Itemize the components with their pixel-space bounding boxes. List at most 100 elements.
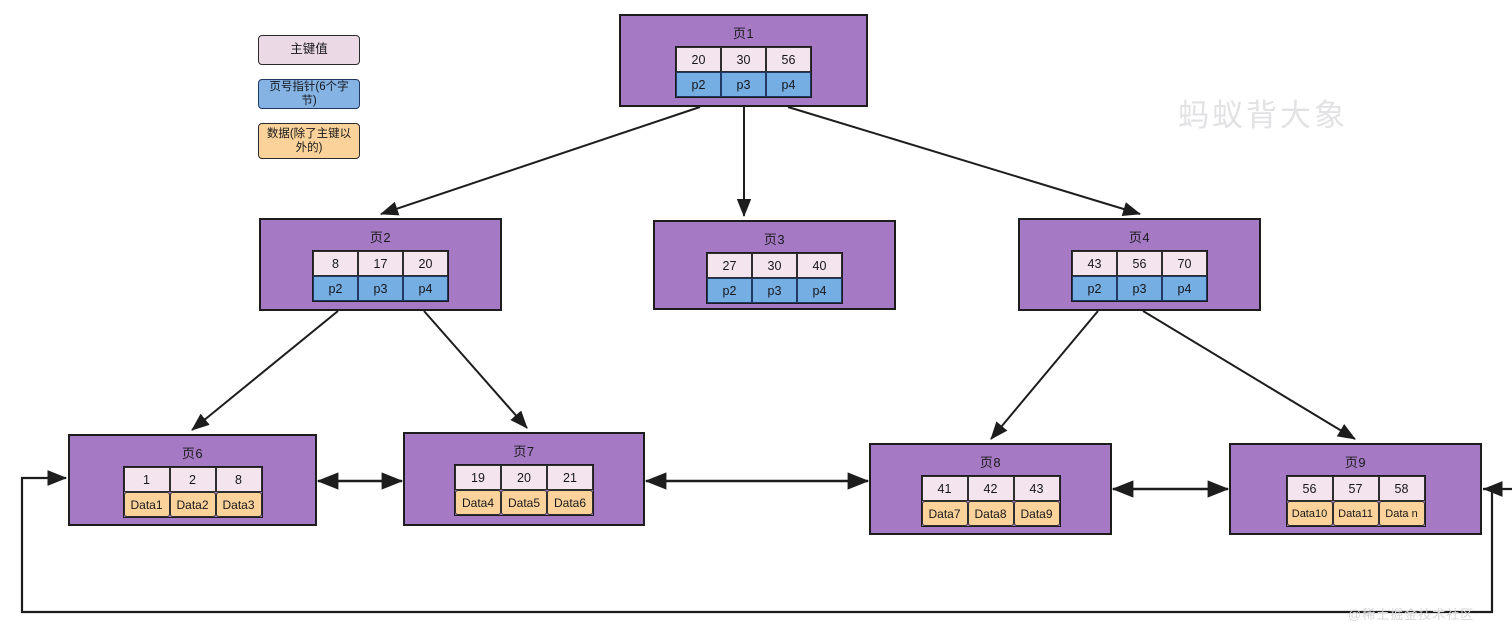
edge-page1-to-page4 bbox=[787, 106, 1141, 216]
key-cell[interactable]: 41 bbox=[921, 476, 968, 501]
pointer-cell[interactable]: p3 bbox=[752, 278, 797, 303]
legend-page-pointer: 页号指针(6个字节) bbox=[258, 79, 360, 109]
edge-page2-to-page7 bbox=[423, 310, 528, 429]
page-title: 页9 bbox=[1344, 455, 1367, 470]
page-cell-grid: 27 30 40 p2 p3 p4 bbox=[706, 252, 843, 304]
data-cell[interactable]: Data10 bbox=[1286, 501, 1333, 526]
pointer-cell[interactable]: p3 bbox=[721, 72, 766, 97]
pointer-cell[interactable]: p4 bbox=[1162, 276, 1207, 301]
page-node-page8[interactable]: 页8 41 42 43 Data7 Data8 Data9 bbox=[869, 443, 1112, 535]
page-node-page4[interactable]: 页4 43 56 70 p2 p3 p4 bbox=[1018, 218, 1261, 311]
page-cell-grid: 43 56 70 p2 p3 p4 bbox=[1071, 250, 1208, 302]
pointer-cell[interactable]: p2 bbox=[1072, 276, 1117, 301]
key-cell[interactable]: 20 bbox=[501, 465, 547, 490]
key-cell[interactable]: 58 bbox=[1378, 476, 1425, 501]
page-node-page6[interactable]: 页6 1 2 8 Data1 Data2 Data3 bbox=[68, 434, 317, 526]
key-cell[interactable]: 56 bbox=[1117, 251, 1162, 276]
data-row: Data4 Data5 Data6 bbox=[455, 490, 593, 515]
page-node-page1[interactable]: 页1 20 30 56 p2 p3 p4 bbox=[619, 14, 868, 107]
page-title: 页2 bbox=[369, 230, 392, 245]
page-cell-grid: 1 2 8 Data1 Data2 Data3 bbox=[122, 466, 263, 518]
pointer-row: p2 p3 p4 bbox=[1072, 276, 1207, 301]
data-cell[interactable]: Data8 bbox=[967, 501, 1014, 526]
pointer-row: p2 p3 p4 bbox=[676, 72, 811, 97]
edge-page4-to-page9 bbox=[1142, 310, 1356, 440]
key-row: 1 2 8 bbox=[123, 467, 262, 492]
edge-page2-to-page6 bbox=[191, 310, 339, 431]
key-cell[interactable]: 8 bbox=[313, 251, 358, 276]
key-cell[interactable]: 2 bbox=[169, 467, 216, 492]
data-cell[interactable]: Data6 bbox=[547, 490, 593, 515]
pointer-cell[interactable]: p3 bbox=[358, 276, 403, 301]
key-cell[interactable]: 1 bbox=[123, 467, 170, 492]
pointer-cell[interactable]: p4 bbox=[403, 276, 448, 301]
data-cell[interactable]: Data5 bbox=[501, 490, 547, 515]
key-cell[interactable]: 27 bbox=[707, 253, 752, 278]
watermark-credit: @稀土掘金技术社区 bbox=[1348, 607, 1475, 622]
data-cell[interactable]: Data1 bbox=[123, 492, 170, 517]
key-cell[interactable]: 21 bbox=[547, 465, 593, 490]
page-node-page7[interactable]: 页7 19 20 21 Data4 Data5 Data6 bbox=[403, 432, 645, 526]
pointer-row: p2 p3 p4 bbox=[707, 278, 842, 303]
key-cell[interactable]: 56 bbox=[1286, 476, 1333, 501]
key-cell[interactable]: 30 bbox=[752, 253, 797, 278]
page-cell-grid: 20 30 56 p2 p3 p4 bbox=[675, 46, 812, 98]
page-node-page9[interactable]: 页9 56 57 58 Data10 Data11 Data n bbox=[1229, 443, 1482, 535]
watermark-main: 蚂蚁背大象 bbox=[1178, 98, 1348, 133]
data-cell[interactable]: Data7 bbox=[921, 501, 968, 526]
data-cell[interactable]: Data11 bbox=[1332, 501, 1379, 526]
page-title: 页4 bbox=[1128, 230, 1151, 245]
page-cell-grid: 19 20 21 Data4 Data5 Data6 bbox=[454, 464, 594, 516]
page-node-page3[interactable]: 页3 27 30 40 p2 p3 p4 bbox=[653, 220, 896, 310]
page-node-page2[interactable]: 页2 8 17 20 p2 p3 p4 bbox=[259, 218, 502, 311]
key-row: 20 30 56 bbox=[676, 47, 811, 72]
key-cell[interactable]: 40 bbox=[797, 253, 842, 278]
data-row: Data7 Data8 Data9 bbox=[921, 501, 1060, 526]
key-cell[interactable]: 70 bbox=[1162, 251, 1207, 276]
key-cell[interactable]: 43 bbox=[1013, 476, 1060, 501]
legend-primary-key: 主键值 bbox=[258, 35, 360, 65]
key-cell[interactable]: 42 bbox=[967, 476, 1014, 501]
data-cell[interactable]: Data9 bbox=[1013, 501, 1060, 526]
pointer-cell[interactable]: p4 bbox=[766, 72, 811, 97]
data-row: Data10 Data11 Data n bbox=[1286, 501, 1425, 526]
key-row: 27 30 40 bbox=[707, 253, 842, 278]
edge-page1-to-page2 bbox=[380, 106, 701, 216]
page-cell-grid: 41 42 43 Data7 Data8 Data9 bbox=[920, 475, 1061, 527]
pointer-row: p2 p3 p4 bbox=[313, 276, 448, 301]
page-title: 页8 bbox=[979, 455, 1002, 470]
page-title: 页3 bbox=[763, 232, 786, 247]
page-cell-grid: 56 57 58 Data10 Data11 Data n bbox=[1285, 475, 1426, 527]
key-cell[interactable]: 20 bbox=[403, 251, 448, 276]
pointer-cell[interactable]: p2 bbox=[313, 276, 358, 301]
key-cell[interactable]: 57 bbox=[1332, 476, 1379, 501]
pointer-cell[interactable]: p2 bbox=[676, 72, 721, 97]
page-cell-grid: 8 17 20 p2 p3 p4 bbox=[312, 250, 449, 302]
edge-page4-to-page8 bbox=[990, 310, 1099, 440]
key-cell[interactable]: 30 bbox=[721, 47, 766, 72]
key-row: 43 56 70 bbox=[1072, 251, 1207, 276]
data-cell[interactable]: Data2 bbox=[169, 492, 216, 517]
page-title: 页7 bbox=[513, 444, 535, 459]
key-row: 41 42 43 bbox=[921, 476, 1060, 501]
pointer-cell[interactable]: p2 bbox=[707, 278, 752, 303]
key-row: 56 57 58 bbox=[1286, 476, 1425, 501]
key-row: 19 20 21 bbox=[455, 465, 593, 490]
key-row: 8 17 20 bbox=[313, 251, 448, 276]
key-cell[interactable]: 20 bbox=[676, 47, 721, 72]
key-cell[interactable]: 8 bbox=[215, 467, 262, 492]
data-cell[interactable]: Data3 bbox=[215, 492, 262, 517]
pointer-cell[interactable]: p3 bbox=[1117, 276, 1162, 301]
key-cell[interactable]: 17 bbox=[358, 251, 403, 276]
key-cell[interactable]: 19 bbox=[455, 465, 501, 490]
data-cell[interactable]: Data4 bbox=[455, 490, 501, 515]
page-title: 页1 bbox=[732, 26, 755, 41]
key-cell[interactable]: 56 bbox=[766, 47, 811, 72]
data-cell[interactable]: Data n bbox=[1378, 501, 1425, 526]
page-title: 页6 bbox=[181, 446, 204, 461]
key-cell[interactable]: 43 bbox=[1072, 251, 1117, 276]
legend-page-pointer-label: 页号指针(6个字节) bbox=[269, 80, 349, 107]
pointer-cell[interactable]: p4 bbox=[797, 278, 842, 303]
legend-row-data: 数据(除了主键以外的) bbox=[258, 123, 360, 159]
